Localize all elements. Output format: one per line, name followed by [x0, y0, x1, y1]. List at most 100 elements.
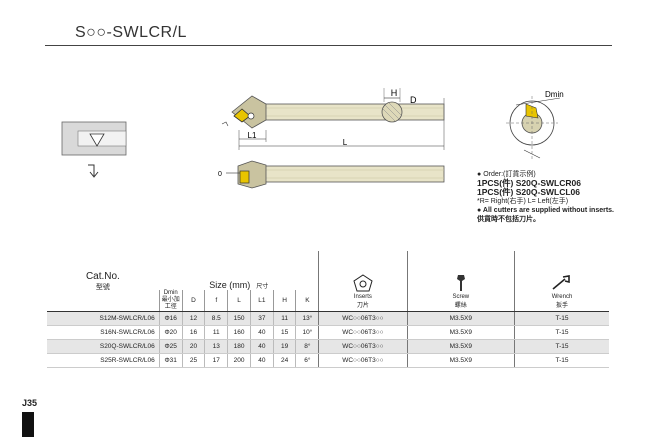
- dim-dmin-label: Dmin: [545, 90, 564, 99]
- cell-cat: S16N-SWLCR/L06: [47, 325, 160, 340]
- cell-wrench: T-15: [514, 311, 609, 326]
- cell-f: 11: [204, 325, 228, 340]
- cat-no-label: Cat.No.: [85, 270, 120, 282]
- page-tab-marker: [22, 412, 34, 437]
- supply-note-en: All cutters are supplied without inserts…: [482, 207, 615, 214]
- cell-l1: 40: [249, 353, 274, 368]
- cell-k: 8°: [295, 339, 319, 354]
- cell-dmin: Φ31: [158, 353, 183, 368]
- dim-h-label: H: [391, 88, 398, 98]
- cell-l: 160: [227, 325, 251, 340]
- bullet-icon: ●: [477, 171, 484, 178]
- screw-icon: [456, 275, 465, 291]
- col-d-header: D: [181, 290, 205, 312]
- dim-l1-label: L1: [248, 131, 257, 140]
- cell-dmin: Φ16: [158, 311, 183, 326]
- wrench-label: Wrench: [551, 294, 573, 300]
- page-number: J35: [22, 398, 38, 408]
- inserts-cn-label: 刀片: [356, 303, 369, 309]
- dmin-label: Dmin: [163, 290, 178, 296]
- dim-zero-label: 0: [218, 171, 222, 178]
- cell-screw: M3.5X9: [406, 339, 515, 354]
- col-f-header: f: [204, 290, 228, 312]
- cell-f: 8.5: [204, 311, 228, 326]
- col-k-header: K: [295, 290, 319, 312]
- dim-d-label: D: [410, 95, 417, 105]
- bore-sketch: [61, 121, 127, 178]
- cell-l: 180: [227, 339, 251, 354]
- cell-f: 13: [204, 339, 228, 354]
- order-note: *R= Right(右手) L= Left(左手): [477, 198, 569, 205]
- holder-top-view: [221, 88, 445, 150]
- page-title: S○○-SWLCR/L: [75, 24, 187, 41]
- order-info: ● Order:(訂貨示例) 1PCS(件) S20Q-SWLCR06 1PCS…: [477, 170, 647, 224]
- cell-l: 200: [227, 353, 251, 368]
- cell-dmin: Φ20: [158, 325, 183, 340]
- cell-wrench: T-15: [514, 339, 609, 354]
- wrench-icon: [552, 275, 570, 290]
- order-line2-code: S20Q-SWLCL06: [515, 187, 580, 197]
- size-cn-label: 尺寸: [256, 284, 269, 290]
- cell-cat: S12M-SWLCR/L06: [47, 311, 160, 326]
- cell-h: 11: [272, 311, 296, 326]
- wrench-header: Wrench 扳手: [514, 251, 609, 312]
- title-rule: [45, 45, 612, 46]
- col-l1-header: L1: [249, 290, 274, 312]
- screw-label: Screw: [452, 294, 470, 300]
- screw-cn-label: 螺絲: [454, 303, 467, 309]
- cell-d: 16: [181, 325, 205, 340]
- dmin-cn-label: 最小加工徑: [161, 297, 180, 310]
- cell-insert: WC○○06T3○○: [318, 353, 407, 368]
- cell-l: 150: [227, 311, 251, 326]
- cell-insert: WC○○06T3○○: [318, 311, 407, 326]
- technical-drawing: H D L1 L 0 Dmin: [61, 88, 564, 189]
- cell-cat: S20Q-SWLCR/L06: [47, 339, 160, 354]
- cat-no-header: Cat.No. 型號: [47, 251, 160, 312]
- cell-f: 17: [204, 353, 228, 368]
- cell-k: 10°: [295, 325, 319, 340]
- spec-table: Cat.No. 型號 Size (mm) 尺寸 Inserts 刀片 Screw …: [47, 251, 609, 368]
- cell-wrench: T-15: [514, 325, 609, 340]
- supply-note-cn: 供貨時不包括刀片。: [477, 216, 540, 223]
- order-label: Order:(訂貨示例): [483, 171, 536, 178]
- cell-screw: M3.5X9: [406, 353, 515, 368]
- size-label: Size (mm): [209, 280, 251, 290]
- cell-cat: S25R-SWLCR/L06: [47, 353, 160, 368]
- order-line1-prefix: 1PCS(件): [477, 178, 514, 188]
- cell-l1: 40: [249, 339, 274, 354]
- dim-l-label: L: [343, 138, 348, 147]
- cell-screw: M3.5X9: [406, 325, 515, 340]
- inserts-label: Inserts: [353, 294, 372, 300]
- cell-k: 6°: [295, 353, 319, 368]
- col-l-header: L: [227, 290, 251, 312]
- cell-wrench: T-15: [514, 353, 609, 368]
- cell-l1: 37: [249, 311, 274, 326]
- cell-h: 24: [272, 353, 296, 368]
- cell-dmin: Φ25: [158, 339, 183, 354]
- cell-h: 19: [272, 339, 296, 354]
- cell-l1: 40: [249, 325, 274, 340]
- holder-side-view: [226, 160, 445, 189]
- inserts-header: Inserts 刀片: [318, 251, 407, 312]
- order-line1-code: S20Q-SWLCR06: [515, 178, 581, 188]
- size-header: Size (mm) 尺寸: [159, 251, 319, 290]
- wrench-cn-label: 扳手: [556, 303, 569, 309]
- cell-insert: WC○○06T3○○: [318, 325, 407, 340]
- cell-screw: M3.5X9: [406, 311, 515, 326]
- cell-d: 20: [181, 339, 205, 354]
- col-h-header: H: [272, 290, 296, 312]
- cell-d: 25: [181, 353, 205, 368]
- end-view: [506, 96, 561, 160]
- insert-icon: [353, 274, 373, 292]
- screw-header: Screw 螺絲: [406, 251, 515, 312]
- cell-insert: WC○○06T3○○: [318, 339, 407, 354]
- bullet-icon: ●: [477, 207, 483, 214]
- cat-no-cn-label: 型號: [95, 283, 110, 291]
- cell-d: 12: [181, 311, 205, 326]
